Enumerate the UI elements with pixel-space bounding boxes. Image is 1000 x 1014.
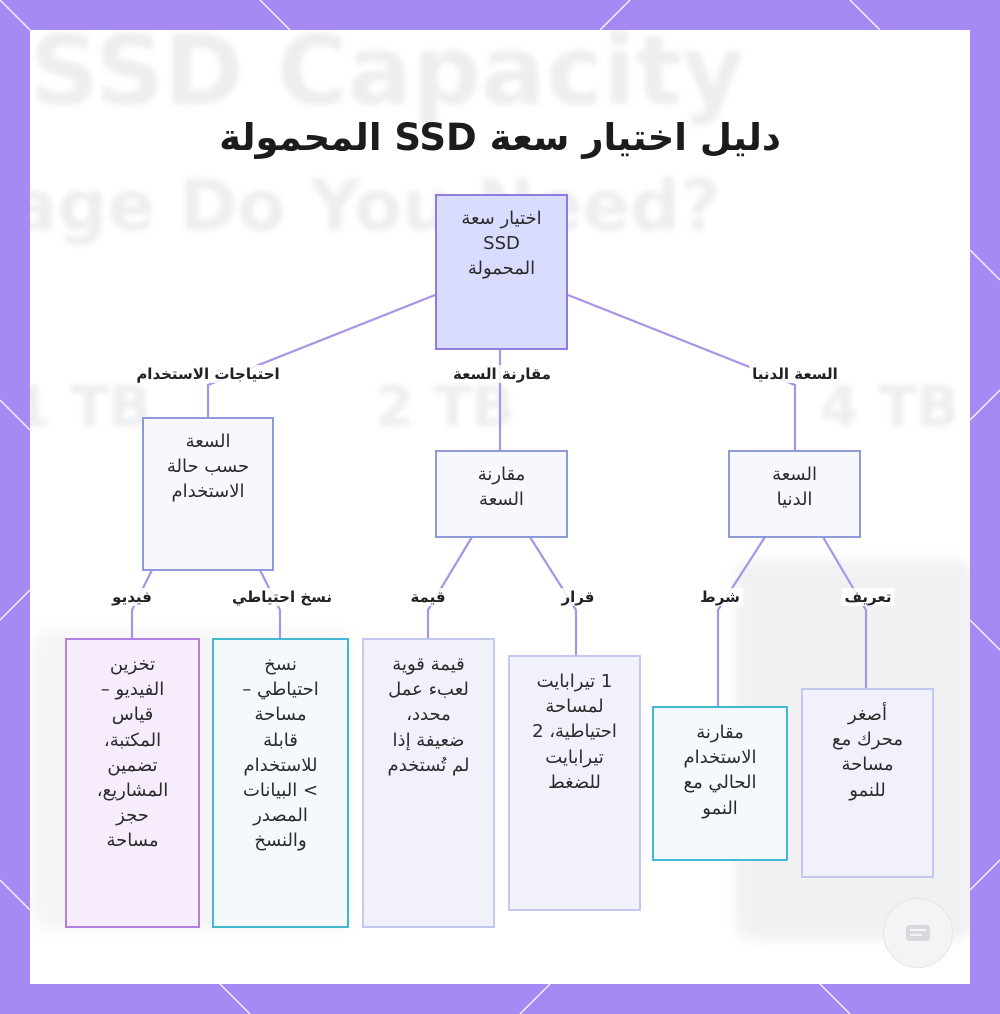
node-compare: مقارنة السعة: [435, 450, 568, 538]
edge-label-usage-needs: احتياجات الاستخدام: [133, 365, 283, 383]
node-root: اختيار سعة SSD المحمولة: [435, 194, 568, 350]
node-definition-label: أصغر محرك مع مساحة للنمو: [832, 704, 903, 801]
edge-compare-value: [426, 536, 473, 638]
node-video-label: تخزين الفيديو – قياس المكتبة، تضمين المش…: [96, 654, 169, 852]
node-condition: مقارنة الاستخدام الحالي مع النمو: [652, 706, 788, 861]
node-usage-label: السعة حسب حالة الاستخدام: [166, 431, 250, 503]
background-subheading: age Do You Need?: [30, 165, 721, 247]
edge-label-video: فيديو: [109, 588, 155, 606]
edge-usage-backup: [259, 569, 282, 638]
edge-minimum-definition: [822, 536, 868, 688]
background-size-b: 2 TB: [375, 375, 515, 440]
edge-minimum-condition: [716, 536, 766, 706]
edge-root-minimum: [567, 293, 797, 450]
edge-label-min-capacity: السعة الدنيا: [749, 365, 841, 383]
edge-label-condition: شرط: [697, 588, 743, 606]
node-definition: أصغر محرك مع مساحة للنمو: [801, 688, 934, 878]
node-video: تخزين الفيديو – قياس المكتبة، تضمين المش…: [65, 638, 200, 928]
node-decision-label: 1 تيرابايت لمساحة احتياطية، 2 تيرابايت ل…: [532, 671, 617, 793]
background-size-a: 1 TB: [30, 375, 152, 440]
node-backup-label: نسخ احتياطي – مساحة قابلة للاستخدام > ال…: [242, 654, 319, 852]
node-decision: 1 تيرابايت لمساحة احتياطية، 2 تيرابايت ل…: [508, 655, 641, 911]
edge-label-backup: نسخ احتياطي: [228, 588, 336, 606]
logo-icon: [883, 898, 953, 968]
node-value: قيمة قوية لعبء عمل محدد، ضعيفة إذا لم تُ…: [362, 638, 495, 928]
node-minimum: السعة الدنيا: [728, 450, 861, 538]
edge-compare-decision: [529, 536, 578, 655]
node-value-label: قيمة قوية لعبء عمل محدد، ضعيفة إذا لم تُ…: [387, 654, 470, 776]
node-minimum-label: السعة الدنيا: [772, 464, 817, 511]
diagram-connectors: [130, 293, 868, 706]
background-heading: SSD Capacity: [30, 30, 745, 127]
node-backup: نسخ احتياطي – مساحة قابلة للاستخدام > ال…: [212, 638, 349, 928]
edge-label-definition: تعريف: [841, 588, 895, 606]
edge-usage-video: [130, 569, 153, 638]
edge-root-usage: [206, 293, 436, 418]
page-title: دليل اختيار سعة SSD المحمولة: [219, 116, 781, 159]
edge-label-value: قيمة: [407, 588, 449, 606]
background-size-c: 4 TB: [820, 375, 960, 440]
edge-label-decision: قرار: [558, 588, 598, 606]
node-root-label: اختيار سعة SSD المحمولة: [461, 208, 542, 280]
node-compare-label: مقارنة السعة: [477, 464, 526, 511]
diagram-card: SSD Capacity age Do You Need? 1 TB 2 TB …: [30, 30, 970, 984]
node-usage: السعة حسب حالة الاستخدام: [142, 417, 274, 571]
edge-label-capacity-compare: مقارنة السعة: [450, 365, 554, 383]
node-condition-label: مقارنة الاستخدام الحالي مع النمو: [683, 722, 757, 819]
logo-mark-icon: [906, 925, 930, 941]
